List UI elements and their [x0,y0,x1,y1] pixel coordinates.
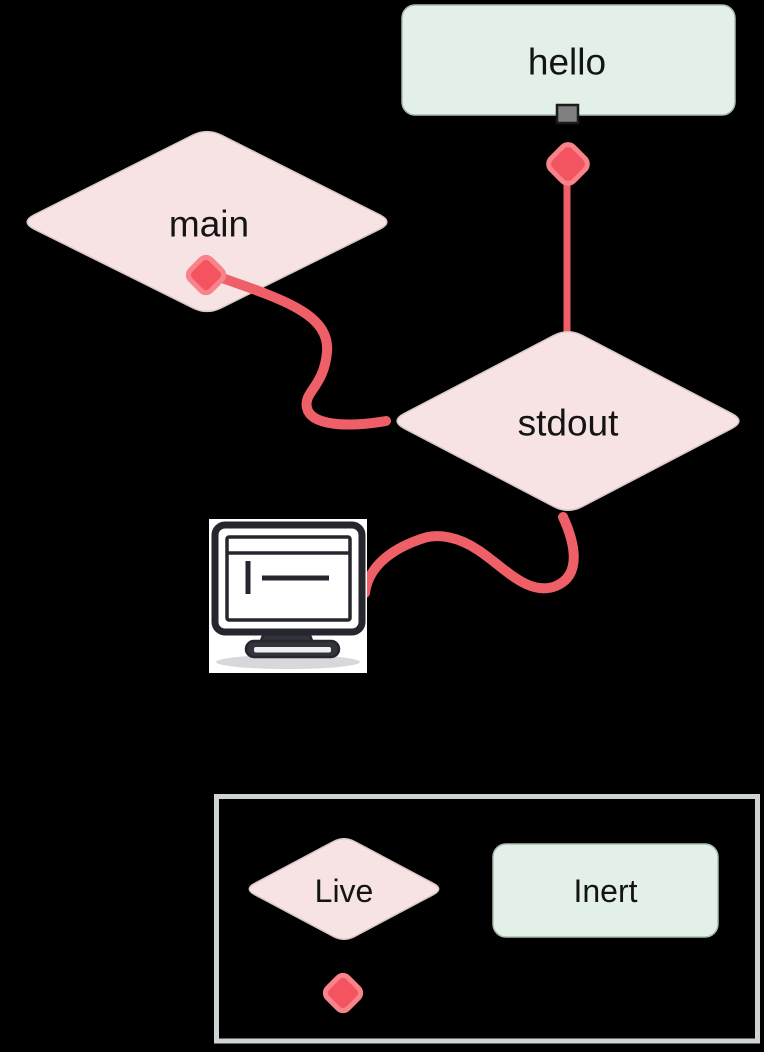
node-stdout-shape [396,330,740,512]
node-main-shape [26,130,388,313]
legend-inert-label: Inert [573,873,637,909]
hello-port-diamond-icon [546,142,590,186]
hello-socket-icon [555,103,580,125]
legend-border [214,794,760,1044]
legend-live-shape [248,838,440,940]
legend-live-label: Live [315,873,374,909]
legend-port-diamond-icon [322,972,364,1014]
edge-main-stdout [217,273,391,430]
node-main-label: main [169,204,249,245]
node-hello-label: hello [528,42,606,83]
edge-stdout-monitor [360,512,579,598]
node-stdout-label: stdout [518,403,620,444]
legend-inert-shape [492,843,719,938]
legend: Live Inert [214,794,760,1044]
monitor-shadow [216,655,360,669]
monitor-stand-stripe [254,647,331,653]
main-port-diamond-icon [185,254,227,296]
terminal-monitor-icon [209,519,367,673]
